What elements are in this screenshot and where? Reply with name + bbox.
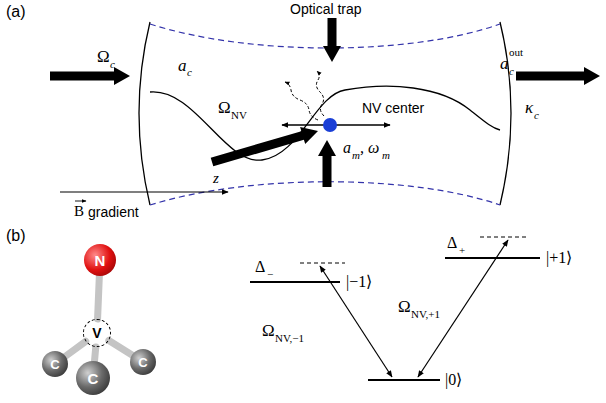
chemical-bond [65,341,85,356]
subscript: − [267,269,273,280]
symbol: a [343,140,351,156]
state-label: |−1⟩ [346,274,372,290]
carbon-atom: C [130,349,156,375]
superscript: out [509,47,523,58]
atom-symbol: C [88,371,99,386]
subscript: c [110,59,115,70]
beam-envelope [150,24,500,48]
vacancy-site: V [83,319,111,347]
trap-arrow [318,140,336,187]
chemical-bond [98,276,100,319]
chemical-bond [109,340,132,355]
atom-symbol: N [95,253,106,268]
nv-drive-arrow [211,127,318,166]
energy-level [368,379,440,381]
subscript: m [352,150,360,161]
trap-arrow [323,18,341,62]
symbol: Ω [97,48,110,65]
symbol: κ [525,99,533,116]
energy-level [250,281,340,283]
subscript: m [382,150,390,161]
subscript: NV,+1 [411,309,440,320]
atom-symbol: C [138,356,147,369]
panel-label: (a) [6,4,26,20]
virtual-level [480,237,528,238]
atom-symbol: C [50,358,59,371]
symbol: a [178,57,187,74]
chemical-bond [95,347,96,361]
subscript: NV,−1 [275,333,304,344]
subscript: c [187,67,192,78]
atom-symbol: V [92,326,101,340]
nitrogen-atom: N [84,244,116,276]
energy-level [445,257,540,259]
symbol: B [74,204,84,219]
nv-center-dot [323,118,337,132]
emission-line [316,71,324,116]
symbol: Ω [398,298,411,315]
output-arrow [516,67,600,85]
axis-label: z [213,171,219,186]
subscript: c [509,66,514,77]
virtual-level [300,263,345,264]
state-label: |+1⟩ [546,250,572,266]
carbon-atom: C [42,351,68,377]
symbol: a [500,55,509,72]
panel-label: (b) [6,228,26,244]
subscript: + [459,245,465,256]
state-label: |0⟩ [445,372,462,388]
z-axis [60,191,228,192]
symbol: , ω [360,140,379,156]
left-mirror [139,22,150,205]
annotation: Optical trap [290,2,362,16]
symbol: Ω [218,99,231,116]
annotation: NV center [362,101,424,115]
symbol: Δ [255,259,265,275]
vector-arrow [75,201,86,202]
annotation: gradient [88,205,139,219]
symbol: Δ [447,235,457,251]
subscript: c [534,110,539,121]
symbol: Ω [262,322,275,339]
emission-line [285,82,318,120]
subscript: NV [231,110,247,121]
carbon-atom: C [76,361,110,395]
transition-arrow [320,266,392,377]
drive-arrow [50,67,130,85]
